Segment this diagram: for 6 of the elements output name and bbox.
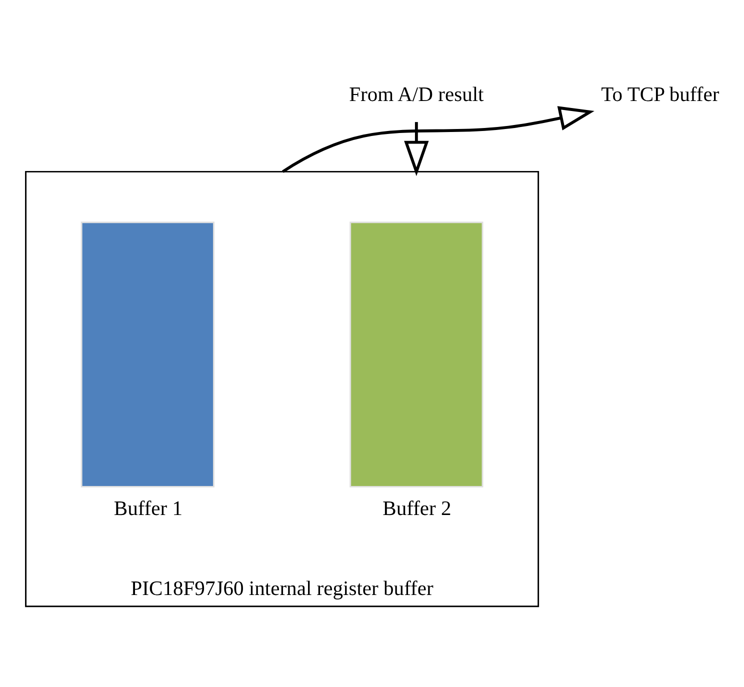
node-text: From A/D result [349,84,484,106]
node-text: To TCP buffer [601,84,720,106]
arrow [282,106,594,173]
node-label: Buffer 2 [382,498,452,520]
arrow [404,122,429,176]
node-label: Buffer 1 [114,498,183,520]
